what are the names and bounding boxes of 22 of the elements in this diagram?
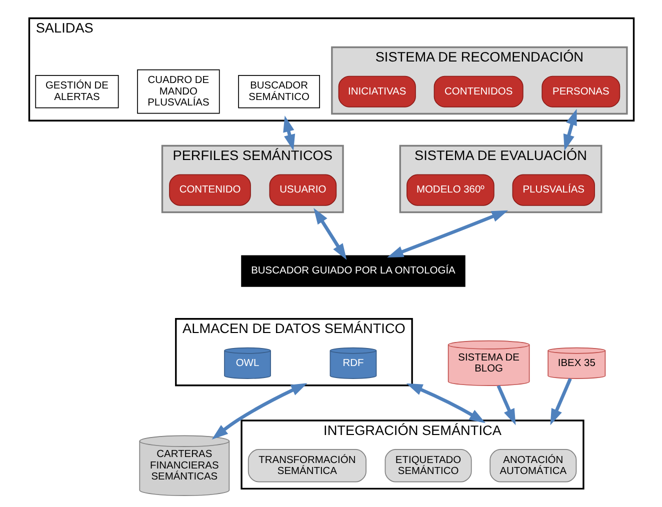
arrow	[496, 384, 516, 426]
arrow	[562, 108, 576, 151]
node-box: CONTENIDO	[168, 174, 250, 206]
node-box: USUARIO	[268, 174, 336, 206]
node-box: ETIQUETADO SEMÁNTICO	[384, 449, 472, 482]
arrow	[313, 208, 346, 260]
node-box: PERSONAS	[541, 76, 620, 108]
node-box: CONTENIDOS	[433, 76, 523, 108]
arrow	[550, 378, 572, 426]
node-box: ANOTACIÓN AUTOMÁTICA	[489, 449, 576, 482]
node-box: TRANSFORMACIÓN SEMÁNTICA	[247, 449, 366, 482]
node-box: INICIATIVAS	[338, 76, 416, 108]
node-box: BUSCADOR SEMÁNTICO	[238, 74, 320, 108]
node-box: CUADRO DE MANDO PLUSVALÍAS	[136, 69, 220, 114]
arrow	[282, 116, 295, 151]
node-box: PLUSVALÍAS	[512, 174, 594, 206]
node-box: GESTIÓN DE ALERTAS	[34, 74, 118, 108]
node-box: BUSCADOR GUIADO POR LA ONTOLOGÍA	[240, 255, 465, 287]
arrow	[386, 210, 508, 258]
node-box: MODELO 360º	[406, 174, 494, 206]
arrow	[211, 383, 307, 440]
arrow	[406, 383, 486, 424]
